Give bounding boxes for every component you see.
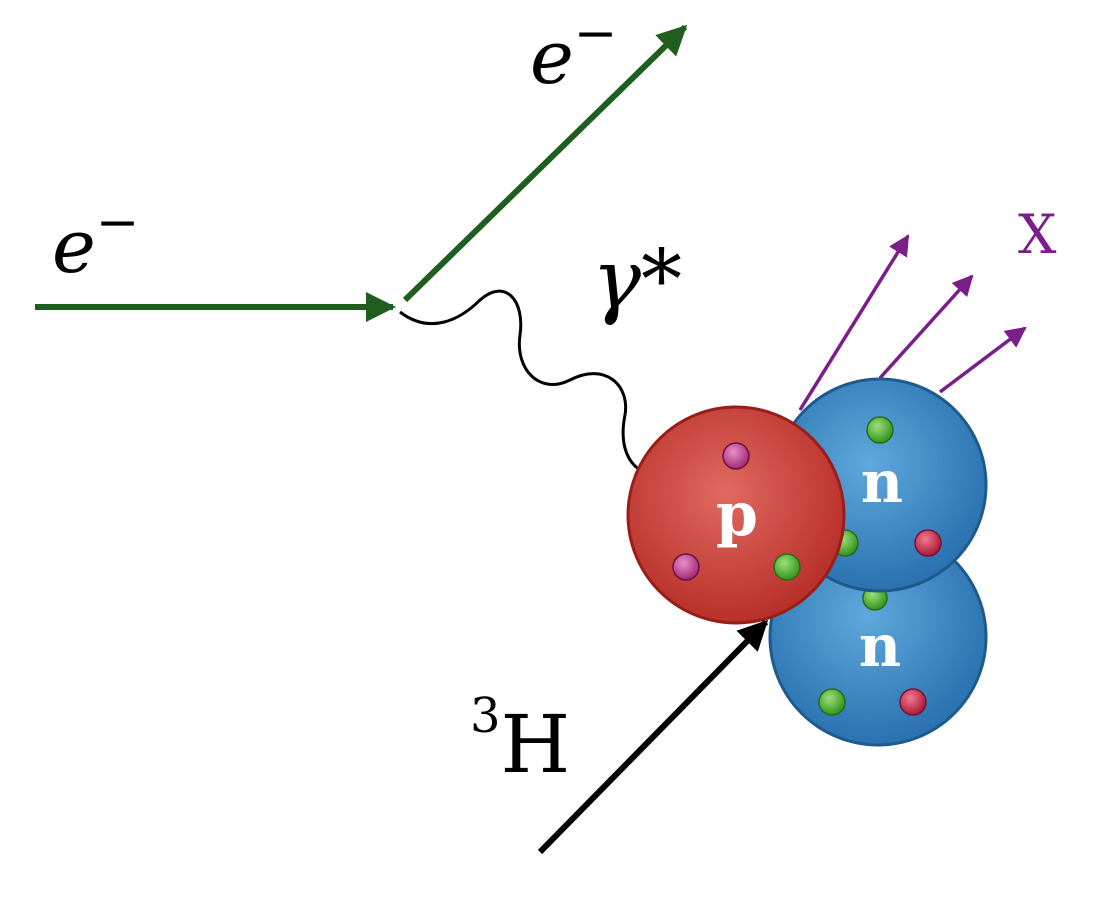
quark-green bbox=[818, 688, 846, 716]
proton: p bbox=[626, 405, 846, 625]
outgoing-electron-line bbox=[402, 24, 688, 303]
neutron-lower-label: n bbox=[859, 612, 901, 680]
products-label: X bbox=[1018, 203, 1057, 266]
quark-red bbox=[914, 529, 942, 557]
product-arrow-3 bbox=[938, 326, 1027, 394]
product-arrow-2 bbox=[878, 274, 974, 380]
quark-magenta bbox=[722, 442, 750, 470]
incoming-electron-label: e− bbox=[52, 193, 139, 290]
product-arrow-1 bbox=[798, 234, 910, 411]
target-label: 3H bbox=[470, 688, 570, 791]
target-arrow bbox=[537, 619, 769, 855]
quark-magenta bbox=[672, 553, 700, 581]
quark-green bbox=[773, 553, 801, 581]
virtual-photon-line bbox=[399, 289, 641, 472]
quark-green bbox=[866, 416, 894, 444]
outgoing-electron-label: e− bbox=[530, 4, 617, 101]
virtual-photon-label: γ* bbox=[592, 233, 682, 328]
neutron-upper-label: n bbox=[861, 448, 903, 516]
neutron-lower: n bbox=[768, 527, 988, 747]
proton-label: p bbox=[716, 480, 758, 550]
quark-red bbox=[899, 688, 927, 716]
